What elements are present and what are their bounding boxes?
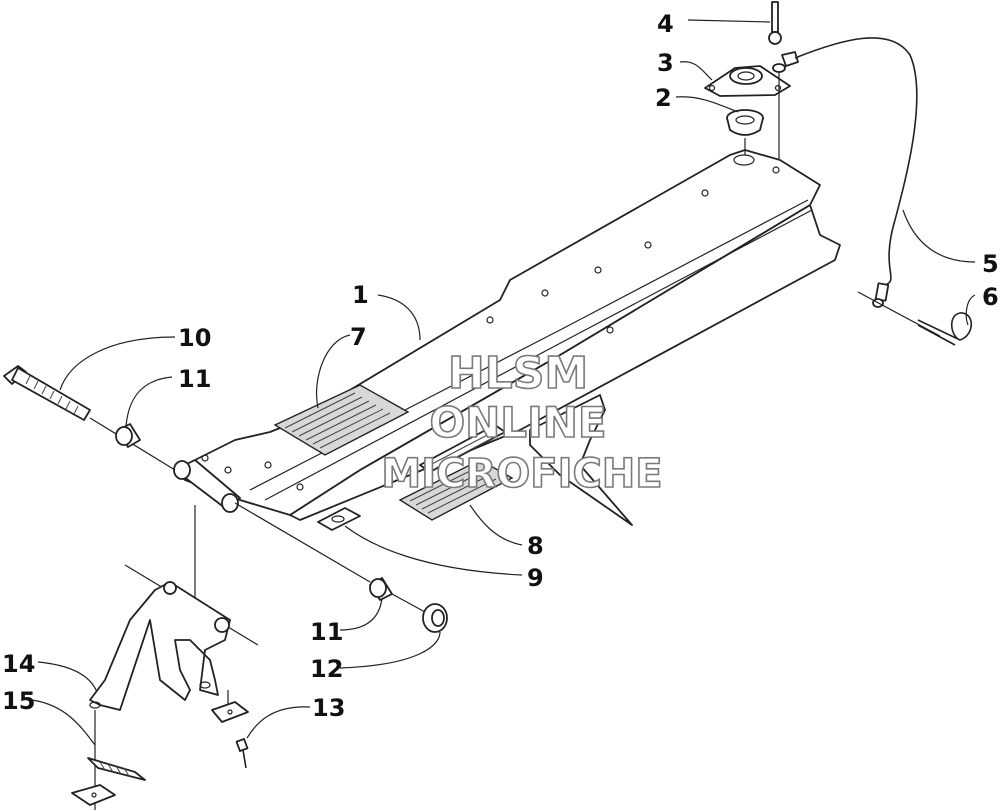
watermark-line-3: MICROFICHE	[381, 451, 662, 497]
bolt-10	[3, 365, 91, 421]
plate-holes	[201, 154, 780, 491]
assembly-line-lower	[234, 502, 371, 583]
callout-12: 12	[310, 655, 343, 683]
pin-4	[768, 1, 786, 73]
callout-1: 1	[352, 281, 369, 309]
callout-6: 6	[982, 283, 999, 311]
callout-3: 3	[657, 49, 674, 77]
decal-8	[398, 459, 514, 521]
callout-15: 15	[2, 687, 35, 715]
callout-14: 14	[2, 650, 35, 678]
callout-11-lower: 11	[310, 618, 343, 646]
assembly-lines-top	[744, 72, 780, 160]
callout-11-upper: 11	[178, 365, 211, 393]
callout-9: 9	[527, 564, 544, 592]
decal-9	[317, 507, 361, 531]
callout-5: 5	[982, 250, 999, 278]
clip-6	[857, 291, 973, 346]
callout-2: 2	[655, 84, 672, 112]
decal-7	[273, 384, 410, 456]
assembly-line-nut	[391, 593, 426, 613]
rail-strip	[419, 424, 506, 473]
grommet-2	[726, 109, 764, 136]
pad-upper	[211, 701, 249, 723]
watermark-line-2: ONLINE	[429, 398, 606, 447]
cable-5	[781, 37, 918, 308]
pad-15	[71, 757, 146, 806]
callout-labels: 1 2 3 4 5 6 7 8 9 10 11 11 12 13 14 15	[2, 10, 999, 722]
watermark: HLSM ONLINE MICROFICHE	[381, 347, 664, 498]
rivet-13	[235, 738, 249, 769]
bushing-11-lower	[369, 577, 393, 601]
callout-8: 8	[527, 532, 544, 560]
watermark-line-1: HLSM	[448, 348, 588, 399]
callout-13: 13	[312, 694, 345, 722]
callout-7: 7	[350, 323, 367, 351]
bushing-11-upper	[115, 423, 141, 448]
callout-10: 10	[178, 324, 211, 352]
stand-bracket-14	[89, 581, 231, 711]
mount-plate-3	[704, 65, 791, 97]
leader-lines	[31, 19, 976, 746]
nut-12	[422, 603, 448, 633]
callout-4: 4	[657, 10, 674, 38]
